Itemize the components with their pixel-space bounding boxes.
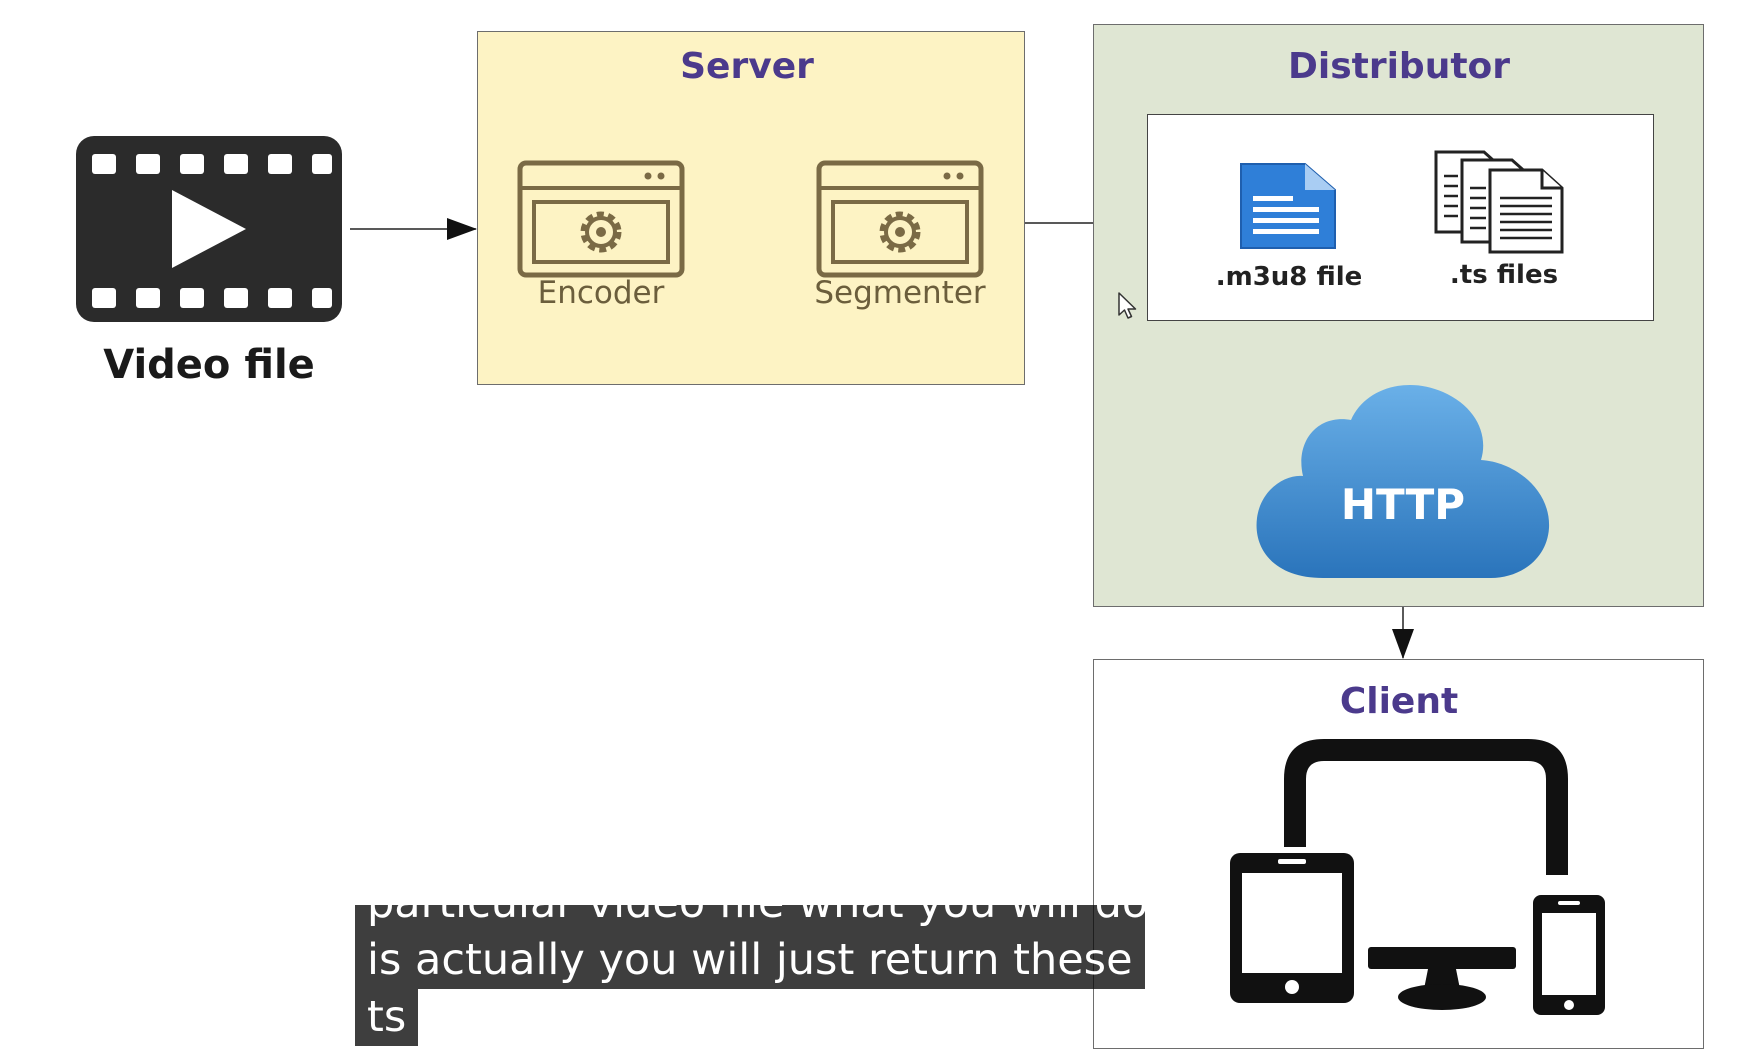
video-file-icon — [76, 136, 342, 322]
encoder-icon — [517, 160, 685, 278]
caption-line-1: particular video file what you will do — [355, 905, 1145, 932]
http-label: HTTP — [1340, 480, 1466, 529]
m3u8-file-icon — [1240, 163, 1336, 249]
caption-line-2: is actually you will just return these — [355, 932, 1145, 989]
client-title: Client — [1339, 681, 1459, 722]
segmenter-label: Segmenter — [814, 275, 986, 311]
mouse-cursor-icon — [1118, 292, 1137, 319]
video-file-label: Video file — [103, 342, 315, 388]
server-box — [477, 31, 1025, 385]
ts-files-icon — [1434, 150, 1564, 254]
caption-line-3: ts — [355, 989, 1145, 1046]
m3u8-file-label: .m3u8 file — [1215, 262, 1363, 292]
http-cloud-icon — [1256, 384, 1550, 578]
files-panel — [1147, 114, 1654, 321]
server-title: Server — [680, 46, 814, 87]
distributor-title: Distributor — [1287, 46, 1511, 87]
video-file-node: Video file — [74, 134, 344, 394]
video-caption: particular video file what you will do i… — [355, 905, 1145, 1055]
segmenter-icon — [816, 160, 984, 278]
devices-icon — [1230, 739, 1605, 1015]
encoder-label: Encoder — [537, 275, 665, 311]
ts-files-label: .ts files — [1449, 260, 1559, 290]
